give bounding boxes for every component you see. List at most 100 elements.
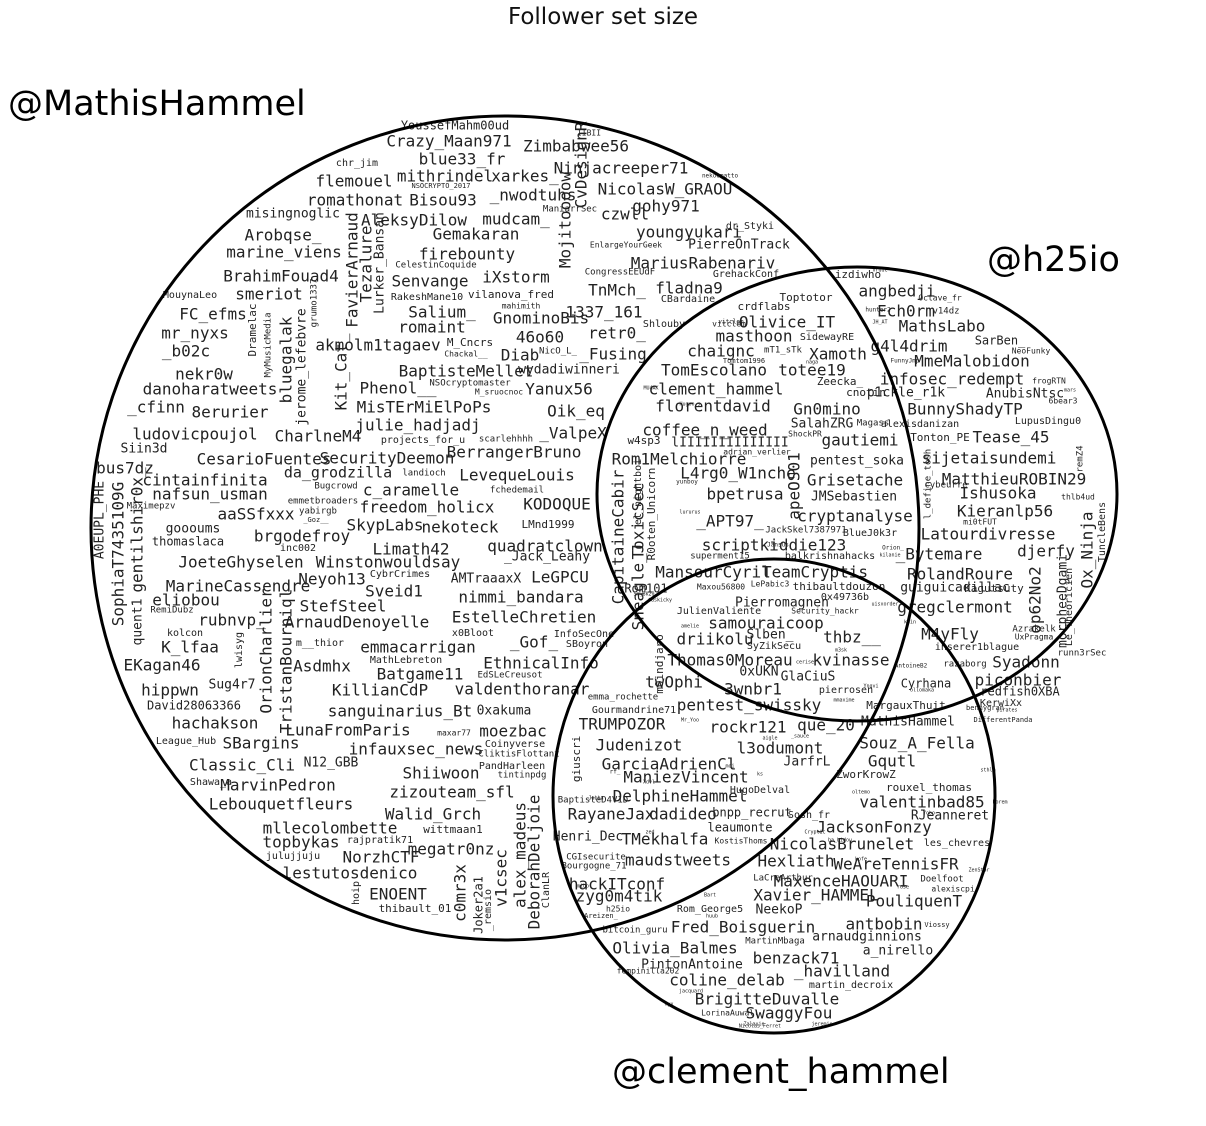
- follower-word: Le_Theoricien: [1064, 568, 1075, 646]
- follower-word: cerise: [796, 660, 814, 666]
- follower-word: sijetaisundemi: [922, 449, 1057, 468]
- follower-word: MarvinPedron: [220, 776, 336, 795]
- follower-word: scarlehhhh: [479, 435, 533, 445]
- follower-word: danoharatweets: [143, 380, 278, 399]
- follower-word: RolandRoure: [907, 565, 1013, 584]
- follower-word: AntoineB2: [895, 663, 928, 670]
- follower-word: Rom1Melchiorre: [612, 450, 747, 469]
- follower-word: pirates: [996, 708, 1017, 714]
- follower-word: naga: [806, 360, 818, 366]
- follower-word: CharlneM4: [275, 427, 362, 446]
- follower-word: NorzhCTF: [342, 848, 419, 867]
- follower-word: ToxicSec: [629, 482, 648, 559]
- follower-word: Dramelac: [246, 304, 259, 357]
- follower-word: Mr_Yoo: [681, 718, 699, 724]
- follower-word: LorinaAuwall: [701, 1009, 759, 1018]
- follower-word: FavierArnaud: [343, 212, 362, 328]
- follower-word: ManiezVincent: [623, 768, 748, 787]
- follower-word: julujjuju: [266, 851, 320, 862]
- follower-word: gregclermont: [897, 598, 1013, 617]
- follower-word: Magass: [857, 419, 890, 429]
- follower-word: A0EUPL_PHE: [93, 481, 108, 559]
- follower-word: rf_: [610, 769, 621, 776]
- follower-word: _APT97_: [696, 512, 764, 531]
- follower-word: tuskicky: [648, 598, 672, 604]
- follower-word: Zimbabwee56: [523, 137, 629, 156]
- follower-word: uisxorder: [871, 602, 898, 608]
- follower-word: apeOS01: [785, 452, 804, 519]
- follower-word: Batgame11: [377, 665, 464, 684]
- follower-word: thbz__: [823, 628, 881, 647]
- follower-word: Hugoo_s: [679, 402, 700, 408]
- follower-word: twOphi: [645, 673, 703, 692]
- follower-word: superment15: [690, 552, 750, 562]
- follower-word: 3wnbr1: [724, 680, 782, 699]
- follower-word: KerwiXx: [980, 698, 1022, 709]
- follower-word: Bugcrowd: [314, 482, 357, 492]
- follower-word: sthlm: [980, 768, 995, 774]
- follower-word: x0Bloot: [452, 628, 494, 639]
- follower-word: Ox_Ninja: [1078, 511, 1097, 588]
- follower-word: oltemo: [852, 790, 870, 796]
- follower-word: brgodefroy: [254, 527, 351, 546]
- follower-word: Limath42: [372, 540, 449, 559]
- follower-word: razaborg: [943, 660, 986, 670]
- follower-word: alexisdanizan: [881, 419, 959, 430]
- follower-word: Crazy_Maan971: [386, 132, 511, 151]
- follower-word: Neyoh13: [298, 570, 365, 589]
- follower-word: Rom101: [624, 582, 667, 596]
- follower-word: JMSebastien: [811, 490, 897, 505]
- follower-word: arnaudginnions: [812, 930, 922, 945]
- follower-word: SBoyron: [566, 639, 608, 650]
- follower-word: c0mr3x: [451, 864, 470, 922]
- follower-word: _Bytemare: [896, 545, 983, 564]
- follower-word: w4sp3: [627, 434, 660, 447]
- follower-word: Tezalure: [357, 225, 376, 302]
- follower-word: SkypLabs: [346, 516, 423, 535]
- follower-word: EthnicalInfo: [483, 654, 599, 673]
- follower-word: League_Hub: [156, 736, 216, 747]
- follower-word: Lorem: [992, 800, 1007, 806]
- follower-word: Yobo: [923, 811, 935, 817]
- follower-word: RJeanneret: [911, 809, 989, 824]
- follower-word: maudstweets: [625, 851, 731, 870]
- follower-word: vrddc: [872, 268, 887, 274]
- follower-word: JH_AT: [872, 320, 887, 326]
- follower-word: Siin3d: [121, 442, 168, 457]
- follower-word: thomaslaca: [152, 535, 224, 549]
- follower-word: RemiDubz: [150, 606, 193, 616]
- follower-word: MathsLabo: [899, 317, 986, 336]
- follower-word: pentest_soka: [810, 454, 904, 469]
- follower-word: M_sruocnoc: [475, 388, 523, 397]
- follower-word: thibaultdouzon: [793, 580, 886, 593]
- follower-word: balkrishnahacks: [785, 551, 875, 562]
- follower-word: bpetrusa: [706, 485, 783, 504]
- follower-word: MartinMbaga: [745, 937, 805, 947]
- follower-word: GlaCiuS: [781, 670, 836, 685]
- follower-word: _sauce: [791, 734, 809, 740]
- follower-word: Mojitoooow: [556, 171, 575, 268]
- follower-word: bnpp_recrut: [712, 806, 791, 820]
- follower-word: Kieranlp56: [957, 502, 1053, 521]
- follower-word: kilanie: [879, 553, 900, 559]
- follower-word: rockr121: [709, 718, 786, 737]
- follower-word: Doelfoot: [920, 875, 963, 885]
- follower-word: ManiarrSec: [543, 205, 597, 215]
- follower-word: Judenizot: [596, 736, 683, 755]
- follower-word: Cyrhana: [901, 677, 952, 691]
- follower-word: samouraicoop: [708, 614, 824, 633]
- follower-word: czwll: [601, 205, 649, 224]
- circle-clement-hammel: [551, 557, 997, 1035]
- follower-word: L4rg0_W1nche: [680, 464, 796, 483]
- follower-word: NSOcryptomaster: [429, 379, 511, 389]
- follower-word: CliktisFlottant: [478, 750, 559, 760]
- follower-word: BaptisteD4V1D: [558, 796, 628, 806]
- follower-word: leaumonte: [707, 821, 772, 835]
- follower-word: remZ4: [1076, 445, 1086, 472]
- follower-word: rubnvp_: [198, 611, 266, 630]
- follower-word: zizouteam_sfl: [389, 783, 514, 802]
- follower-word: TuncleBens: [1097, 502, 1108, 562]
- follower-word: bennygran: [966, 704, 1004, 712]
- follower-word: Sosh_fr: [788, 810, 830, 821]
